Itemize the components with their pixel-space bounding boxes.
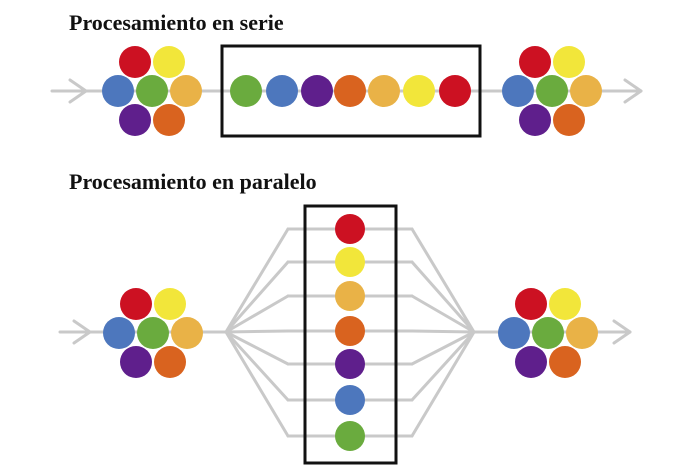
serial-output-arrow-icon [623, 78, 643, 104]
parallel-fan-out-2 [410, 260, 476, 334]
serial-queue-dot-orange [334, 75, 366, 107]
parallel-fan-out-4 [410, 329, 476, 334]
parallel-queue-dot-orange [335, 316, 365, 346]
parallel-input-arrow-icon [72, 319, 92, 345]
serial-input-cluster-dot-orange-light [170, 75, 202, 107]
parallel-fan-out-3 [410, 294, 476, 334]
serial-output-cluster-dot-purple [519, 104, 551, 136]
serial-queue-dot-orange-light [368, 75, 400, 107]
parallel-queue-dot-green [335, 421, 365, 451]
parallel-input-cluster-dot-blue [103, 317, 135, 349]
serial-input-cluster-dot-orange [153, 104, 185, 136]
parallel-queue-dot-blue [335, 385, 365, 415]
parallel-fan-in-1 [224, 227, 290, 334]
parallel-input-cluster-dot-green [137, 317, 169, 349]
serial-queue-dot-blue [266, 75, 298, 107]
parallel-queue-dot-orange-light [335, 281, 365, 311]
parallel-output-cluster-dot-blue [498, 317, 530, 349]
serial-input-arrow-icon [68, 78, 88, 104]
parallel-fan-out-7 [410, 330, 476, 438]
parallel-output-cluster-dot-yellow [549, 288, 581, 320]
serial-processing-title: Procesamiento en serie [69, 10, 284, 35]
parallel-output-cluster-dot-green [532, 317, 564, 349]
parallel-input-cluster-dot-purple [120, 346, 152, 378]
parallel-fan-in-7 [224, 330, 290, 438]
parallel-fan-in-2 [224, 260, 290, 334]
parallel-fan-out-5 [410, 330, 476, 366]
serial-input-cluster-dot-purple [119, 104, 151, 136]
serial-output-cluster-dot-blue [502, 75, 534, 107]
parallel-queue-dot-purple [335, 349, 365, 379]
serial-output-cluster-dot-orange-light [570, 75, 602, 107]
serial-input-cluster-dot-green [136, 75, 168, 107]
serial-input-cluster-dot-blue [102, 75, 134, 107]
parallel-output-arrow-icon [612, 319, 632, 345]
serial-queue-dot-purple [301, 75, 333, 107]
parallel-queue-dot-yellow [335, 247, 365, 277]
parallel-output-cluster-dot-orange-light [566, 317, 598, 349]
parallel-fan-in-6 [224, 330, 290, 402]
parallel-processing-title: Procesamiento en paralelo [69, 169, 317, 194]
parallel-input-cluster-dot-red [120, 288, 152, 320]
parallel-fan-out-1 [410, 227, 476, 334]
processor-boxes [220, 44, 482, 465]
parallel-output-cluster-dot-purple [515, 346, 547, 378]
parallel-input-cluster-dot-yellow [154, 288, 186, 320]
serial-processor-box [220, 44, 482, 138]
parallel-input-cluster-dot-orange-light [171, 317, 203, 349]
serial-queue-dot-red [439, 75, 471, 107]
parallel-fan-out-6 [410, 330, 476, 402]
parallel-output-cluster-dot-orange [549, 346, 581, 378]
parallel-fan-in-4 [224, 329, 290, 334]
serial-output-cluster-dot-yellow [553, 46, 585, 78]
parallel-fan-in-3 [224, 294, 290, 334]
serial-queue-dot-yellow [403, 75, 435, 107]
serial-output-cluster-dot-red [519, 46, 551, 78]
parallel-fan-in-5 [224, 330, 290, 366]
serial-output-cluster-dot-green [536, 75, 568, 107]
serial-queue-dot-green [230, 75, 262, 107]
parallel-queue-dot-red [335, 214, 365, 244]
parallel-output-cluster-dot-red [515, 288, 547, 320]
serial-input-cluster-dot-red [119, 46, 151, 78]
serial-output-cluster-dot-orange [553, 104, 585, 136]
parallel-processor-box [303, 204, 398, 465]
parallel-input-cluster-dot-orange [154, 346, 186, 378]
task-dots [102, 46, 602, 451]
serial-input-cluster-dot-yellow [153, 46, 185, 78]
